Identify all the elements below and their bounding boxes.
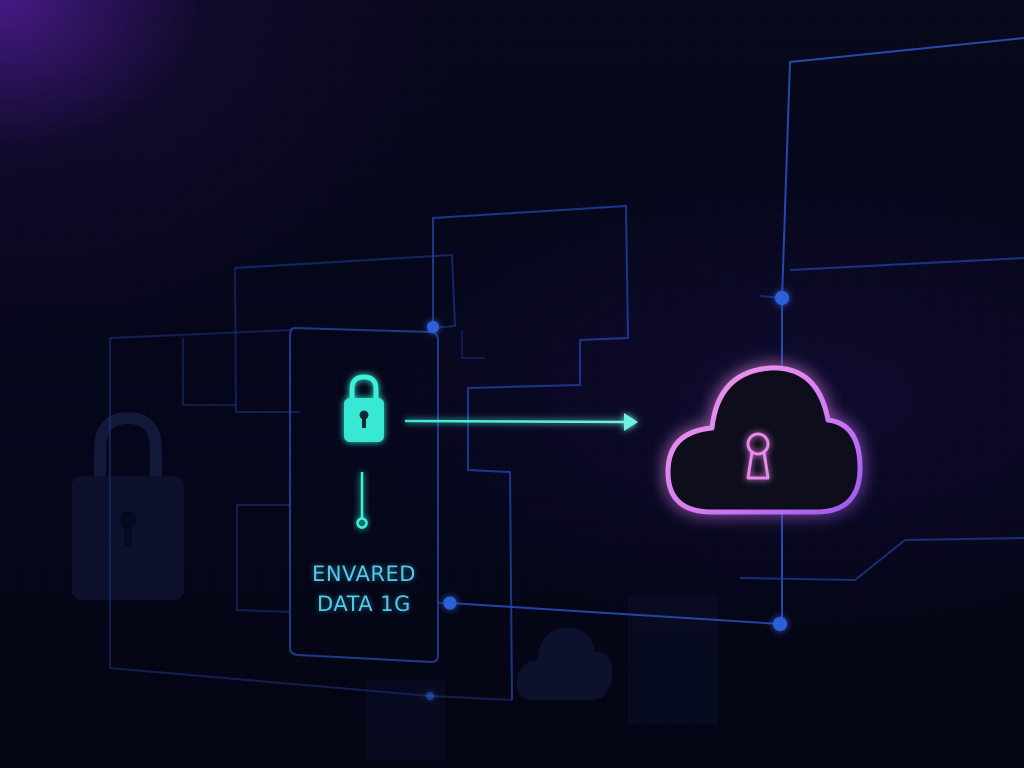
node [426,692,434,700]
keyhole-icon [746,432,770,480]
node [427,321,439,333]
node [443,596,457,610]
caption-line-2: DATA 1G [317,592,411,616]
faded-cloud-icon [365,595,718,760]
padlock-connector [356,472,368,529]
node [773,617,787,631]
padlock-icon [344,374,384,442]
cloud-keyhole-icon [665,365,863,515]
faded-padlock-icon [72,411,184,600]
node [775,291,789,305]
circuit-lines [109,37,1024,701]
caption-line-1: ENVARED [312,562,416,586]
arrow-icon [404,413,638,431]
circuit-nodes [426,291,789,700]
